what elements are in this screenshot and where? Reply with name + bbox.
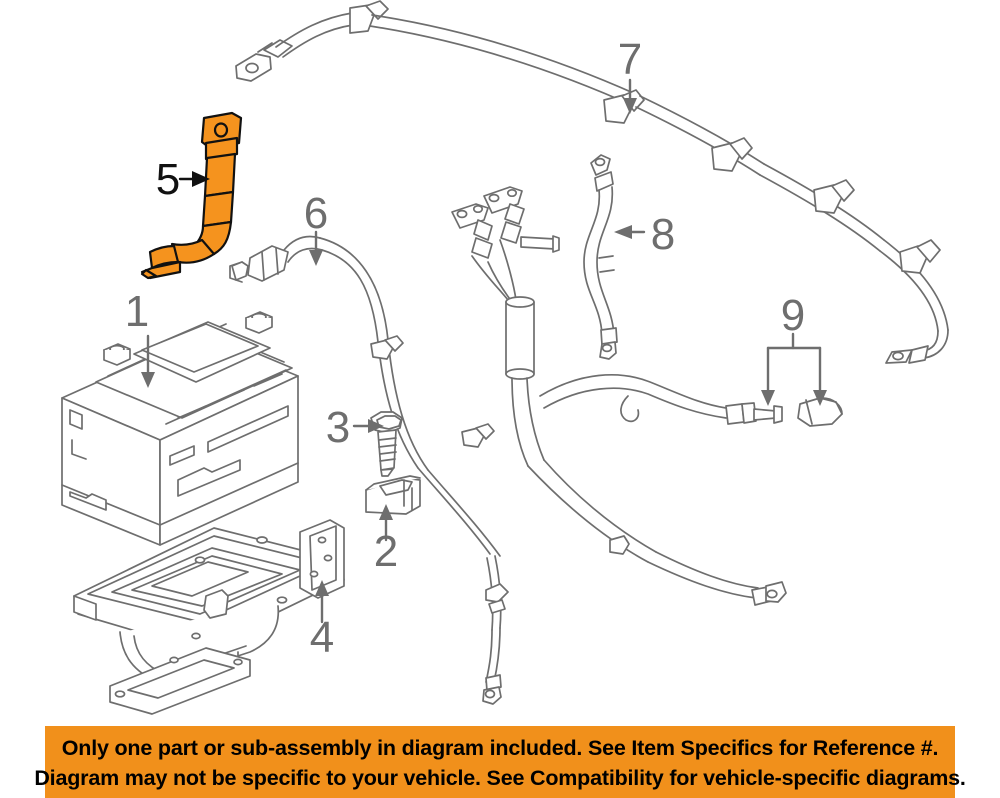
callout-label-3: 3 [326,403,350,452]
upper-harness-assembly [235,0,949,364]
callout-label-4: 4 [310,613,334,662]
notice-line-2: Diagram may not be specific to your vehi… [34,766,966,790]
highlighted-ground-strap-item5 [140,111,243,280]
center-cable-y-junction [451,186,787,606]
callout-label-7: 7 [618,35,642,84]
battery-tray-item4 [73,519,345,715]
callout-label-6: 6 [304,189,328,238]
negative-battery-cable-item6 [229,235,509,705]
hold-down-clamp-item2 [365,475,421,515]
callout-label-9: 9 [781,291,805,340]
notice-line-1: Only one part or sub-assembly in diagram… [61,736,939,760]
callout-label-8: 8 [651,210,675,259]
callout-label-2: 2 [374,527,398,576]
callout-label-1: 1 [125,287,149,336]
notice-banner: Only one part or sub-assembly in diagram… [34,726,966,798]
connector-branch-item9 [539,373,843,427]
ground-strap-item8 [583,154,618,360]
battery-item1 [61,311,299,546]
callout-leaders [141,78,827,624]
callout-label-5: 5 [156,155,180,204]
hex-bolt-item3 [370,411,403,477]
